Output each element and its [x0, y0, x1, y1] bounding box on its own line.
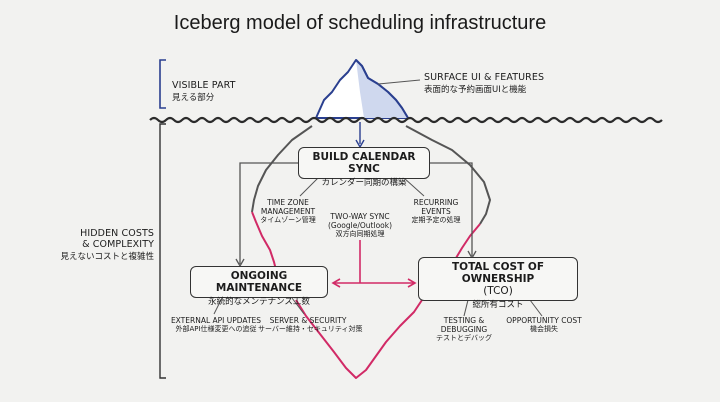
- build-calendar-sync-box: BUILD CALENDAR SYNC カレンダー同期の構築: [298, 147, 430, 188]
- hidden-costs-en2: & COMPLEXITY: [82, 239, 154, 250]
- iceberg-body-left-pink: [251, 211, 277, 271]
- page-title: Iceberg model of scheduling infrastructu…: [173, 12, 547, 34]
- iceberg-body-right-upper: [405, 125, 491, 225]
- recurring-events-item: RECURRING EVENTS 定期予定の処理: [411, 198, 461, 224]
- testing-debugging-item: TESTING & DEBUGGING テストとデバッグ: [436, 316, 492, 342]
- maintenance-box-title: ONGOING MAINTENANCE: [215, 270, 303, 294]
- surface-leader-line: [377, 79, 421, 85]
- tco-box-subtitle: 総所有コスト: [472, 300, 524, 310]
- visible-part-ja: 見える部分: [172, 93, 215, 103]
- maintenance-to-server-line: [291, 297, 305, 315]
- build-to-timezone-line: [299, 177, 319, 197]
- build-box-title: BUILD CALENDAR SYNC: [312, 151, 416, 175]
- total-cost-of-ownership-box: TOTAL COST OF OWNERSHIP (TCO) 総所有コスト: [418, 257, 578, 310]
- tco-box-abbr: (TCO): [483, 285, 513, 297]
- opportunity-cost-item: OPPORTUNITY COST 機会損失: [506, 316, 582, 333]
- build-to-maintenance-line: [239, 162, 298, 264]
- visible-part-en: VISIBLE PART: [172, 80, 236, 91]
- iceberg-body-bottom-pink: [295, 299, 423, 379]
- tco-to-opportunity-line: [529, 299, 543, 317]
- external-api-updates-item: EXTERNAL API UPDATES 外部API仕様変更への追従: [170, 316, 262, 333]
- maintenance-to-api-line: [213, 297, 223, 315]
- maintenance-box-subtitle: 永続的なメンテナンス工数: [208, 297, 310, 307]
- surface-ui-en: SURFACE UI & FEATURES: [424, 72, 545, 83]
- iceberg-body-left-upper: [251, 125, 313, 213]
- visible-part-label: VISIBLE PART 見える部分: [172, 80, 236, 103]
- server-security-item: SERVER & SECURITY サーバー維持・セキュリティ対策: [258, 316, 363, 333]
- two-way-sync-item: TWO-WAY SYNC (Google/Outlook) 双方向同期処理: [327, 212, 393, 238]
- hidden-costs-label: HIDDEN COSTS & COMPLEXITY 見えないコストと複雑性: [56, 228, 154, 262]
- surface-ui-label: SURFACE UI & FEATURES 表面的な予約画面UIと機能: [424, 72, 544, 95]
- tco-box-title: TOTAL COST OF OWNERSHIP: [451, 261, 545, 285]
- hidden-bracket: [159, 123, 166, 379]
- iceberg-tip-edge: [355, 59, 409, 119]
- iceberg-body-right-pink: [455, 223, 481, 259]
- surface-ui-ja: 表面的な予約画面UIと機能: [424, 85, 527, 95]
- time-zone-management-item: TIME ZONE MANAGEMENT タイムゾーン管理: [260, 198, 316, 224]
- water-line: [149, 116, 663, 124]
- iceberg-tip-shade: [356, 60, 408, 118]
- build-box-subtitle: カレンダー同期の構築: [321, 178, 407, 188]
- ongoing-maintenance-box: ONGOING MAINTENANCE 永続的なメンテナンス工数: [190, 266, 328, 307]
- hidden-costs-ja: 見えないコストと複雑性: [60, 252, 154, 262]
- pink-arrow-left-head: [331, 278, 341, 288]
- visible-bracket: [159, 59, 166, 109]
- build-to-tco-line: [430, 162, 473, 256]
- build-to-recurring-line: [403, 177, 425, 197]
- pink-arrow-right-head: [407, 278, 417, 288]
- hidden-costs-en1: HIDDEN COSTS: [80, 228, 154, 239]
- tco-to-testing-line: [463, 299, 469, 317]
